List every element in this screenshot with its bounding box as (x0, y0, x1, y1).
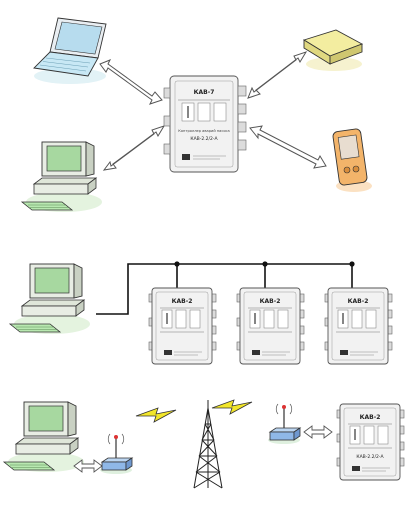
controller-model: КАВ-2.2/2-А (190, 136, 218, 142)
radio-tower-icon (193, 400, 223, 489)
desktop-computer-icon (21, 141, 103, 213)
desktop-computer-icon (9, 263, 91, 335)
router-box-icon (302, 29, 364, 71)
controller-device-bus-1: КАВ-2 (148, 287, 217, 365)
scenario-radio: КАВ-2 КАВ-2.2/2-А (3, 399, 405, 489)
arrow-router (247, 51, 308, 99)
arrow-modem-controller (303, 425, 333, 439)
arrow-pda (249, 125, 327, 169)
controller-title: КАВ-7 (194, 89, 215, 96)
controller-caption: Контроллер аварий насоса (178, 129, 229, 133)
controller-title: КАВ-2 (360, 414, 381, 421)
scenario-direct: КАВ-7 Контроллер аварий насоса КАВ-2.2/2… (21, 17, 372, 213)
desktop-computer-icon (3, 401, 85, 473)
lightning-icon (135, 407, 177, 423)
laptop-icon (33, 17, 107, 84)
modem-icon (267, 403, 301, 445)
modem-icon (99, 433, 133, 475)
scenario-bus: КАВ-2 КАВ-2 КАВ-2 (9, 261, 393, 365)
arrow-desktop (102, 125, 166, 171)
pda-icon (332, 128, 372, 192)
controller-model: КАВ-2.2/2-А (356, 454, 384, 460)
controller-device-bus-2: КАВ-2 (236, 287, 305, 365)
lightning-icon (211, 399, 253, 415)
controller-device-main: КАВ-7 Контроллер аварий насоса КАВ-2.2/2… (163, 75, 247, 173)
controller-title: КАВ-2 (348, 298, 369, 305)
controller-device-radio: КАВ-2 КАВ-2.2/2-А (336, 403, 405, 481)
bus-line (96, 263, 353, 315)
arrow-laptop (99, 59, 163, 105)
controller-title: КАВ-2 (260, 298, 281, 305)
bus-junctions (174, 261, 355, 267)
controller-device-bus-3: КАВ-2 (324, 287, 393, 365)
controller-title: КАВ-2 (172, 298, 193, 305)
